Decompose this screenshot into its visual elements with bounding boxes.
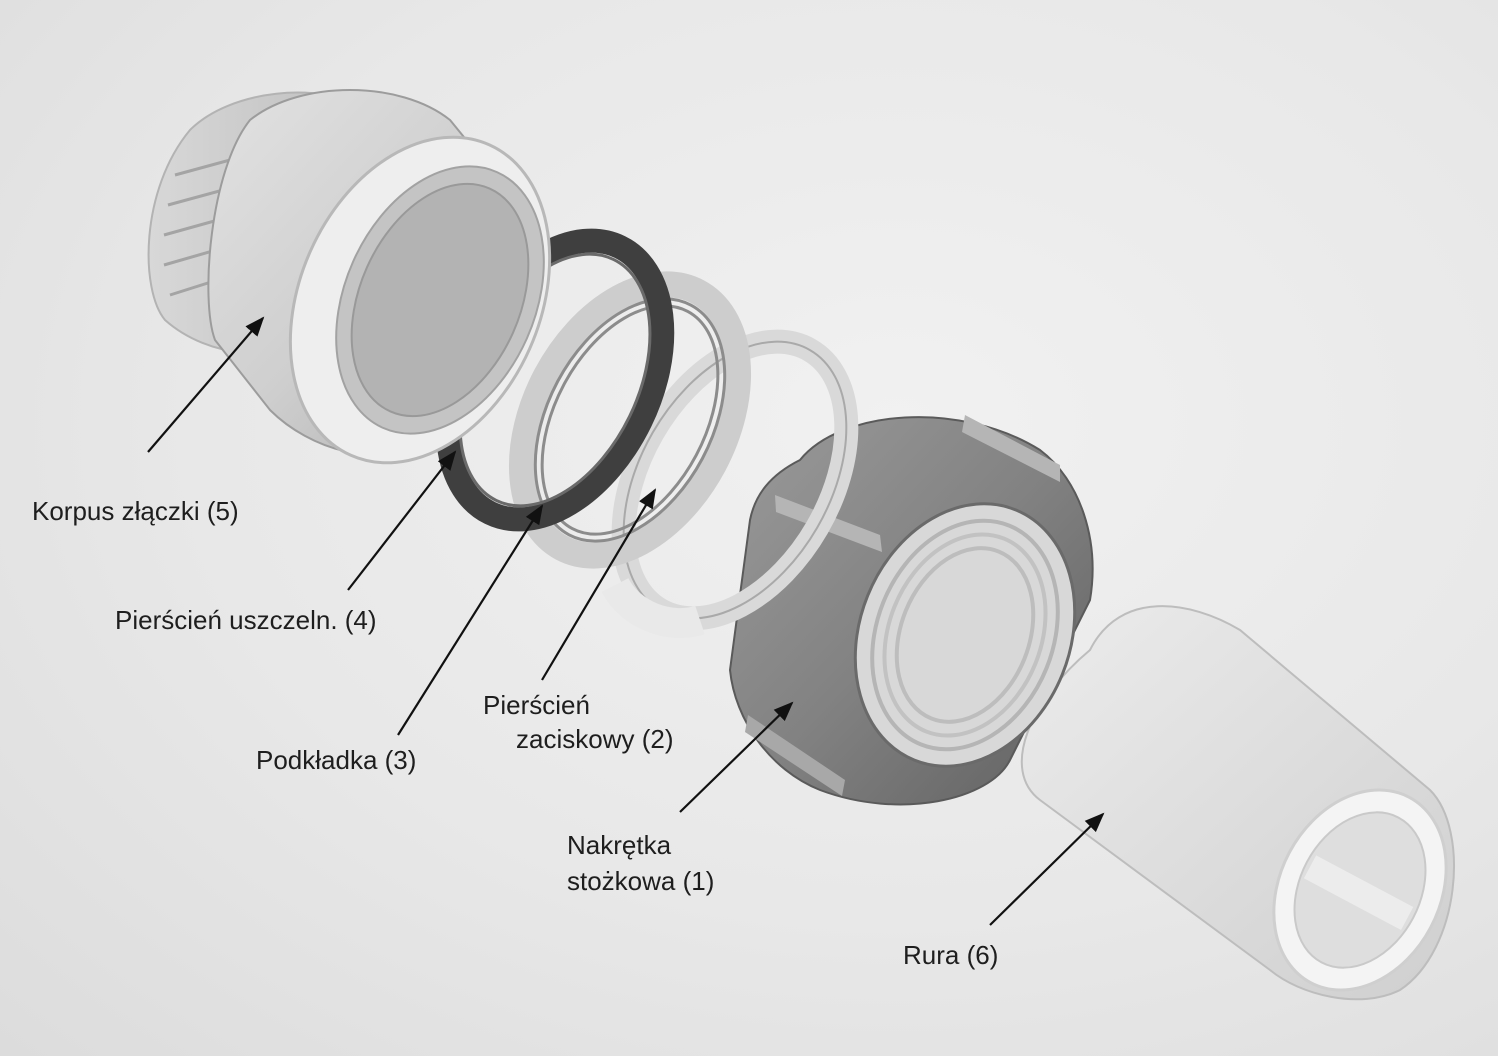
pipe-part — [1020, 605, 1455, 1001]
washer-part — [508, 271, 752, 569]
label-clamp-ring: Pierścień zaciskowy (2) — [483, 690, 674, 754]
leader-lines — [147, 316, 1105, 926]
leader-washer — [397, 504, 544, 736]
label-washer: Podkładka (3) — [256, 745, 417, 775]
leader-clamp-ring — [541, 488, 657, 681]
label-seal-ring: Pierścień uszczeln. (4) — [115, 605, 377, 635]
leader-body — [147, 316, 265, 453]
leader-nut — [679, 701, 794, 813]
leader-seal-ring — [347, 450, 457, 591]
leader-pipe — [989, 812, 1105, 926]
label-pipe: Rura (6) — [903, 940, 999, 970]
label-cone-nut: Nakrętka stożkowa (1) — [567, 830, 715, 896]
cone-nut-part — [728, 415, 1094, 806]
fitting-body-part — [147, 89, 552, 465]
clamp-ring-part — [601, 329, 859, 639]
label-fitting-body: Korpus złączki (5) — [32, 496, 239, 526]
